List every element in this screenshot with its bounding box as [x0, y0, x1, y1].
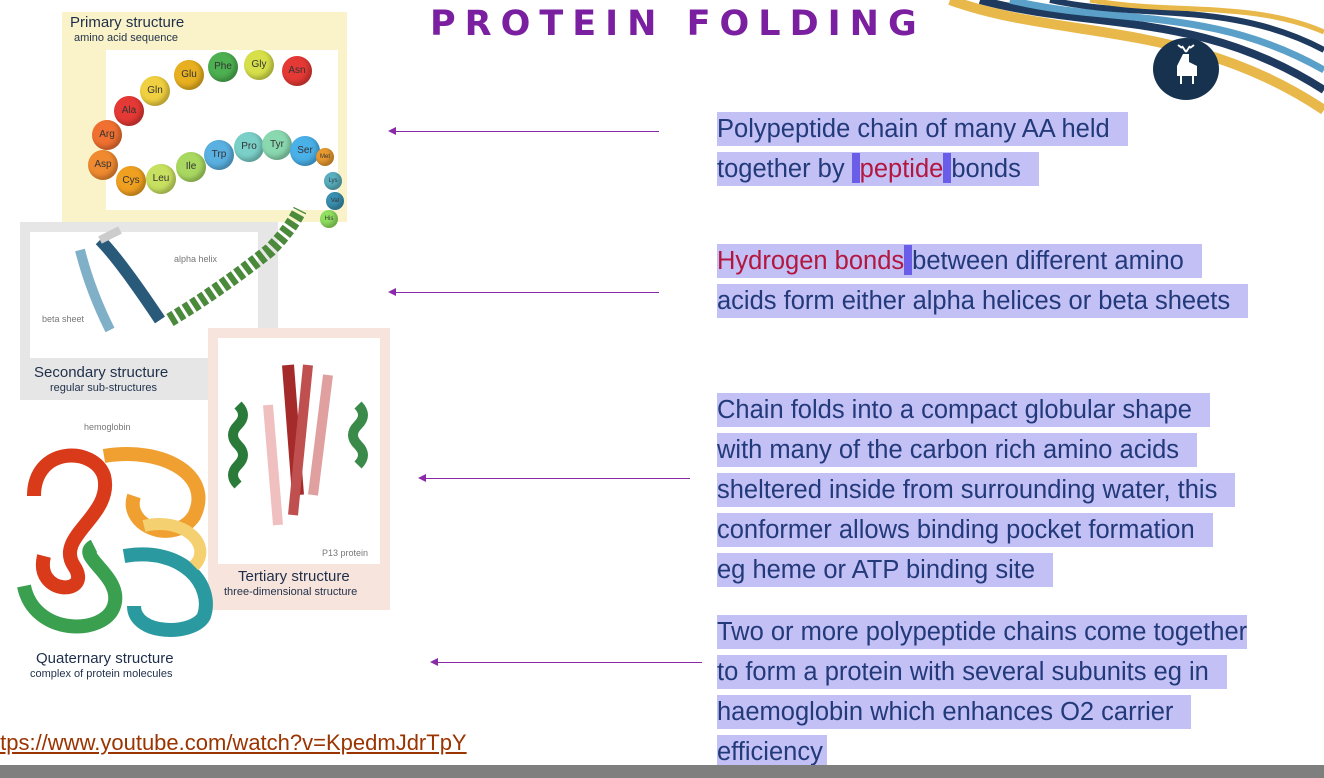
- youtube-link[interactable]: ttps://www.youtube.com/watch?v=KpedmJdrT…: [0, 730, 467, 755]
- selection-caret: [943, 153, 952, 183]
- amino-acid-bead: Met: [316, 148, 334, 166]
- arrow-quaternary: [430, 658, 702, 666]
- tertiary-note-line-3: sheltered inside from surrounding water,…: [717, 473, 1236, 507]
- amino-acid-bead: Ser: [290, 136, 320, 166]
- quaternary-structure-title: Quaternary structure: [36, 650, 174, 667]
- hemoglobin-label: hemoglobin: [84, 422, 131, 432]
- amino-acid-bead: Phe: [208, 52, 238, 82]
- university-logo: [1153, 38, 1219, 100]
- decorative-wave: [948, 0, 1324, 115]
- secondary-structure-title: Secondary structure: [34, 364, 169, 381]
- amino-acid-bead: His: [320, 210, 338, 228]
- primary-note-line-2-b: bonds: [951, 155, 1021, 183]
- amino-acid-bead: Arg: [92, 120, 122, 150]
- quaternary-note-line-2: to form a protein with several subunits …: [717, 655, 1227, 689]
- primary-structure-subtitle: amino acid sequence: [74, 32, 178, 44]
- amino-acid-bead: Gln: [140, 76, 170, 106]
- quaternary-note-line-1: Two or more polypeptide chains come toge…: [717, 615, 1248, 649]
- amino-acid-bead: Lys: [324, 172, 342, 190]
- arrow-secondary: [388, 288, 659, 296]
- keyword-hydrogen-bonds: Hydrogen bonds: [717, 247, 905, 275]
- bottom-bar: [0, 765, 1324, 778]
- arrow-tertiary: [418, 474, 690, 482]
- amino-acid-bead: Asp: [88, 150, 118, 180]
- tertiary-structure-title: Tertiary structure: [238, 568, 350, 585]
- page-title: PROTEIN FOLDING: [430, 4, 926, 44]
- selection-caret: [851, 153, 860, 183]
- tertiary-note-line-5: eg heme or ATP binding site: [717, 553, 1054, 587]
- tertiary-note-line-2: with many of the carbon rich amino acids: [717, 433, 1198, 467]
- alpha-helix-label: alpha helix: [174, 254, 218, 264]
- tertiary-note-line-1: Chain folds into a compact globular shap…: [717, 393, 1210, 427]
- p13-protein-label: P13 protein: [322, 548, 369, 558]
- amino-acid-bead: Gly: [244, 50, 274, 80]
- tertiary-structure-art: [228, 364, 368, 526]
- primary-structure-title: Primary structure: [70, 14, 185, 31]
- selection-caret: [904, 245, 913, 275]
- primary-note-line-1: Polypeptide chain of many AA held: [717, 112, 1128, 146]
- tertiary-structure-subtitle: three-dimensional structure: [224, 586, 358, 598]
- amino-acid-bead: Pro: [234, 132, 264, 162]
- secondary-structure-art: [75, 206, 307, 333]
- amino-acid-bead: Ala: [114, 96, 144, 126]
- arrow-primary: [388, 127, 659, 135]
- keyword-peptide: peptide: [859, 155, 944, 183]
- quaternary-note[interactable]: Two or more polypeptide chains come toge…: [717, 613, 1248, 773]
- quaternary-note-line-3: haemoglobin which enhances O2 carrier: [717, 695, 1192, 729]
- amino-acid-bead: Tyr: [262, 130, 292, 160]
- amino-acid-bead: Trp: [204, 140, 234, 170]
- tertiary-note[interactable]: Chain folds into a compact globular shap…: [717, 391, 1236, 591]
- secondary-note-line-2: acids form either alpha helices or beta …: [717, 284, 1249, 318]
- quaternary-note-line-4: efficiency: [717, 735, 827, 769]
- amino-acid-bead: Cys: [116, 166, 146, 196]
- beta-sheet-label: beta sheet: [42, 314, 85, 324]
- secondary-note-line-1-b: between different amino: [912, 247, 1184, 275]
- amino-acid-bead: Ile: [176, 152, 206, 182]
- primary-note-line-2-a: together by: [717, 155, 852, 183]
- quaternary-structure-subtitle: complex of protein molecules: [30, 668, 173, 680]
- primary-note[interactable]: Polypeptide chain of many AA held togeth…: [717, 110, 1128, 190]
- secondary-structure-subtitle: regular sub-structures: [50, 382, 157, 394]
- amino-acid-bead: Asn: [282, 56, 312, 86]
- deer-icon: [1177, 44, 1197, 84]
- amino-acid-bead: Glu: [174, 60, 204, 90]
- quaternary-structure-art: [17, 447, 213, 637]
- amino-acid-bead: Leu: [146, 164, 176, 194]
- amino-acid-bead: Val: [326, 192, 344, 210]
- tertiary-note-line-4: conformer allows binding pocket formatio…: [717, 513, 1213, 547]
